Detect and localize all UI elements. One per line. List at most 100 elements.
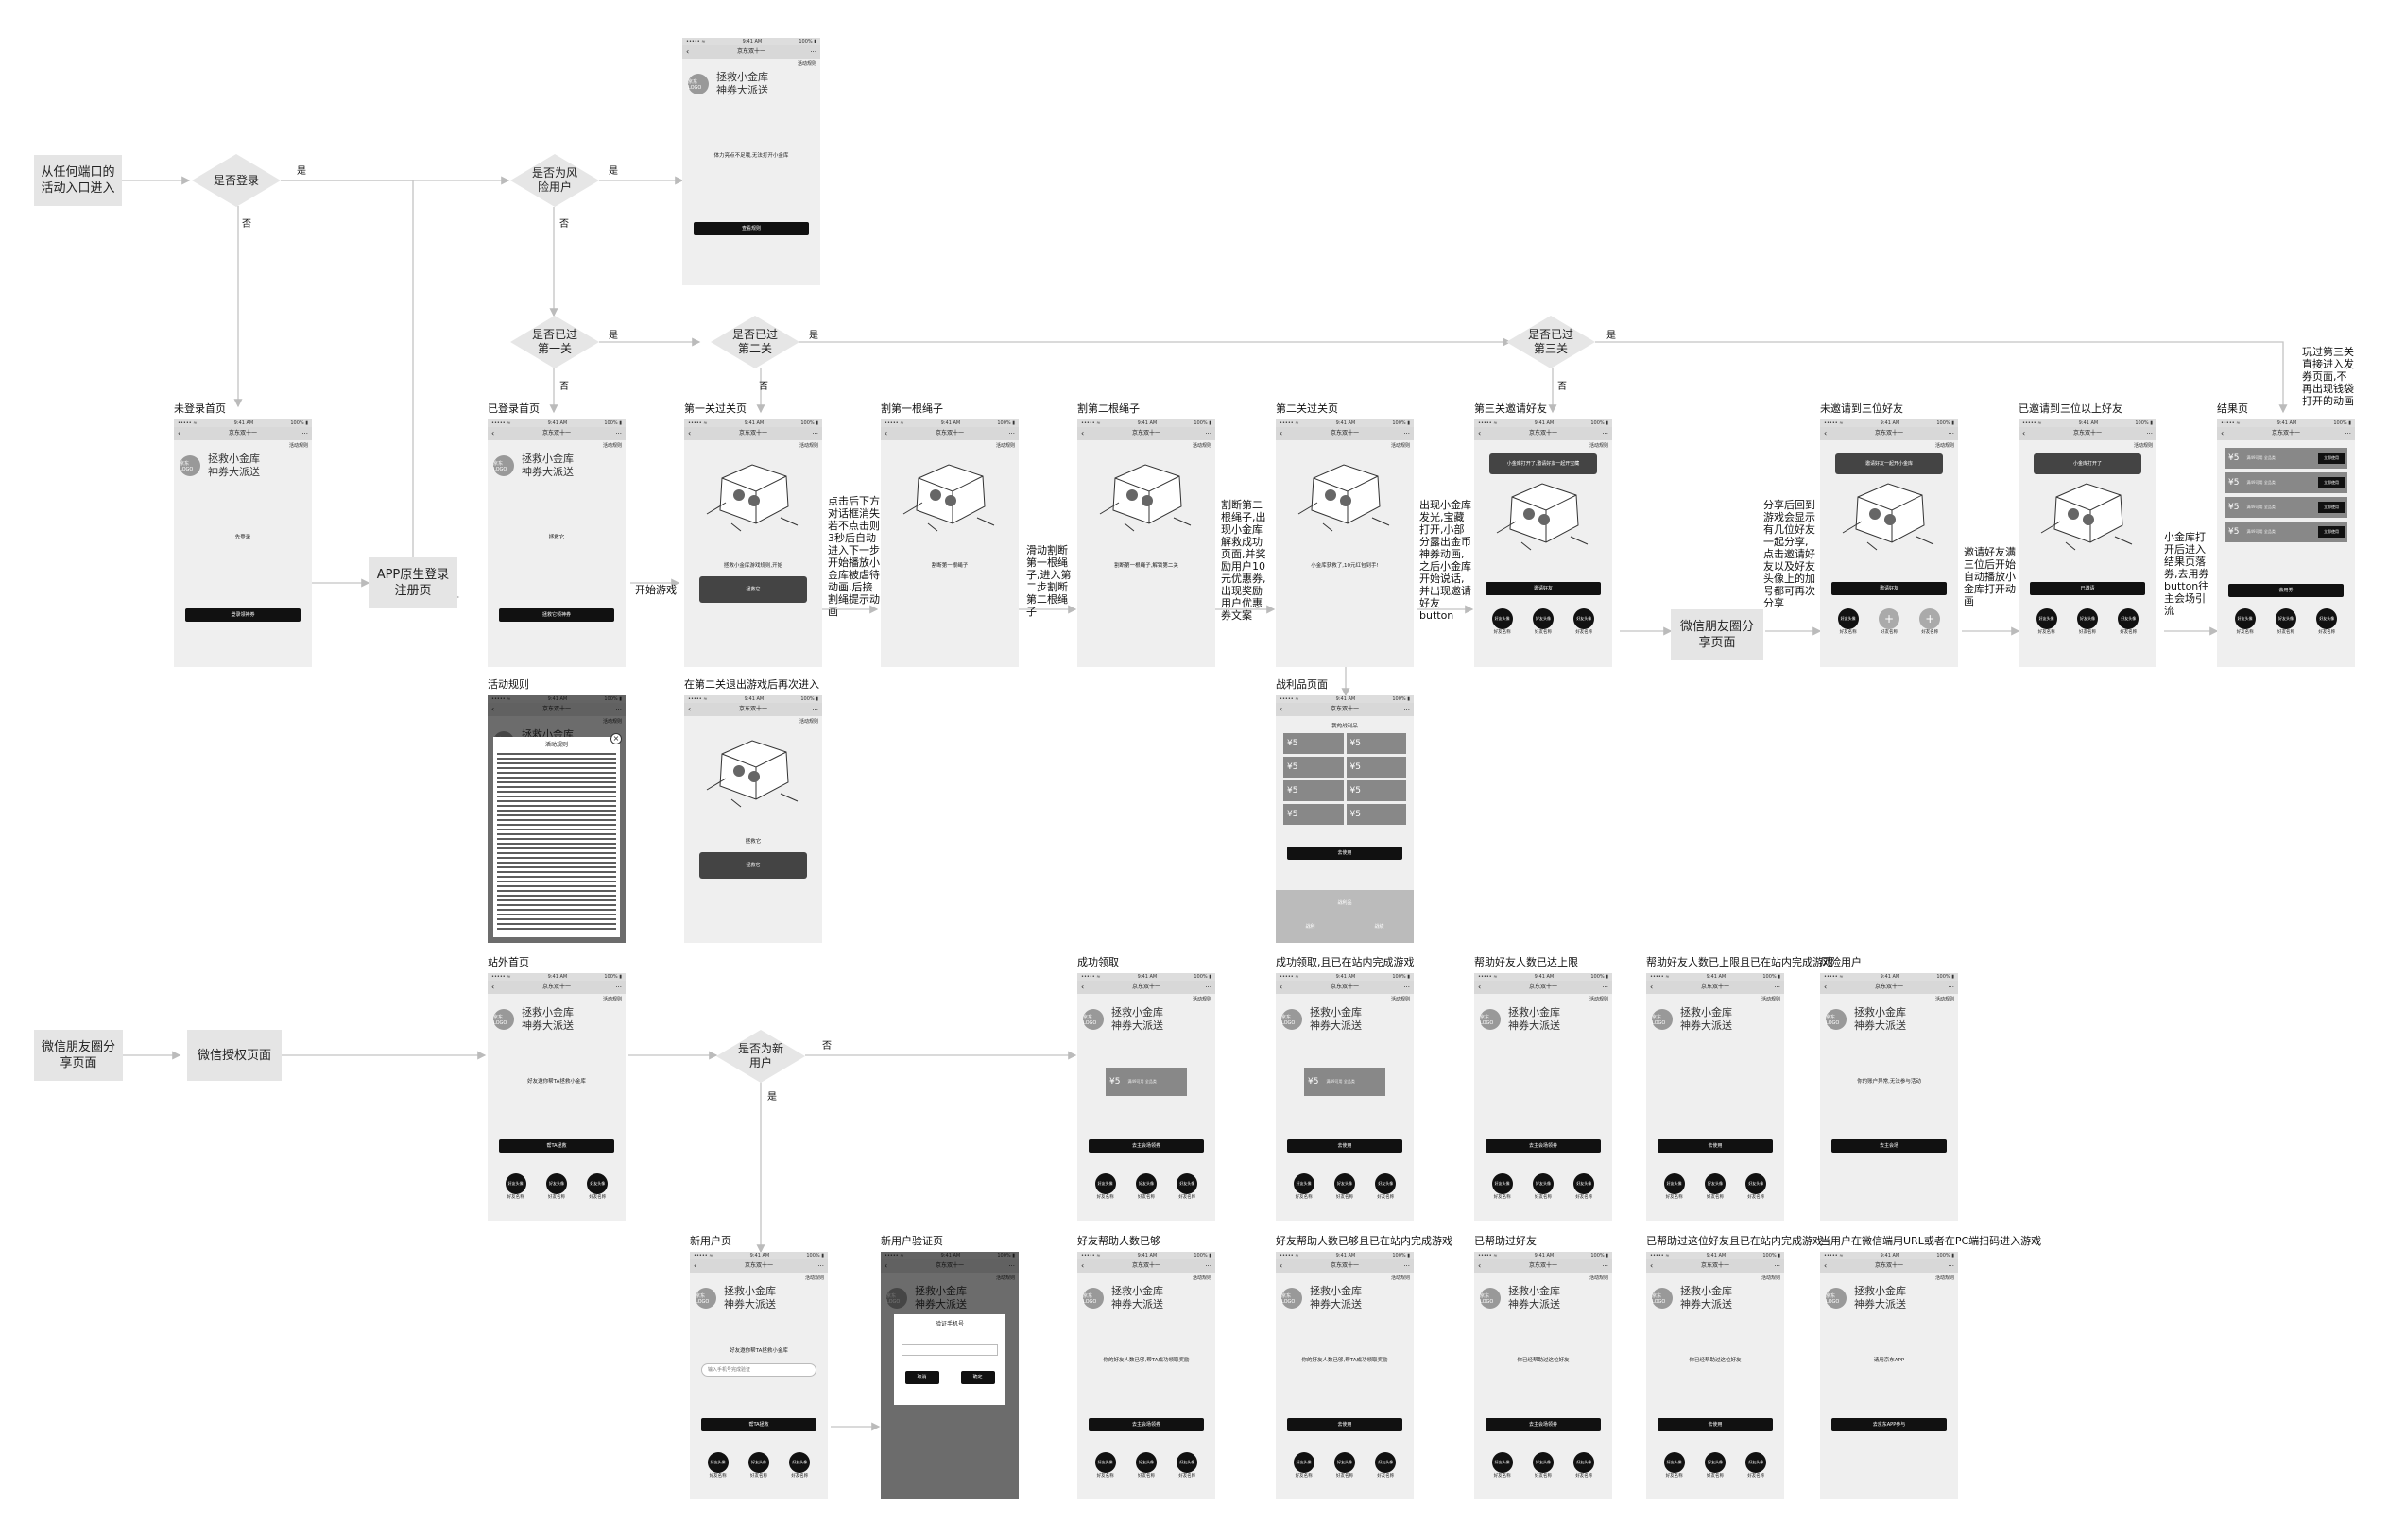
phone-input[interactable] [701,1363,816,1377]
rules-link[interactable]: 活动规则 [1934,1275,1954,1281]
rules-link[interactable]: 活动规则 [2133,443,2153,449]
primary-button[interactable]: 拯救它领神券 [499,608,614,622]
friend-avatar[interactable]: 好友头像好友名称 [1572,1452,1596,1479]
friend-avatar[interactable]: 好友头像好友名称 [1490,1173,1515,1200]
friend-avatar[interactable]: 好友头像好友名称 [2233,608,2258,635]
friend-avatar[interactable]: 好友头像好友名称 [1373,1173,1398,1200]
no-label: 否 [559,382,569,392]
use-button[interactable]: 立即使用 [2318,453,2345,464]
friend-avatar[interactable]: 好友头像好友名称 [1531,1173,1555,1200]
use-button[interactable]: 去使用 [1287,847,1402,860]
primary-button[interactable]: 去主会场领券 [1089,1418,1204,1431]
rules-link[interactable]: 活动规则 [799,719,818,725]
friend-avatar[interactable]: 好友头像好友名称 [544,1173,569,1200]
friend-avatar[interactable]: 好友头像好友名称 [1175,1452,1199,1479]
friend-avatar[interactable]: 好友头像好友名称 [1572,1173,1596,1200]
friend-avatar[interactable]: 好友头像好友名称 [585,1173,610,1200]
primary-button[interactable]: 去主会场 [1831,1139,1947,1153]
rules-link[interactable]: 活动规则 [602,443,622,449]
friend-avatar[interactable]: 好友头像好友名称 [1093,1452,1118,1479]
friend-avatar[interactable]: 好友头像好友名称 [747,1452,771,1479]
primary-button[interactable]: 去使用 [1658,1139,1773,1153]
primary-button[interactable]: 去京东APP参与 [1831,1418,1947,1431]
tab-spoils-2[interactable]: 战利 [1305,924,1315,930]
friend-avatar[interactable]: 好友头像好友名称 [1703,1452,1727,1479]
code-input[interactable] [902,1344,998,1356]
rules-link[interactable]: 活动规则 [1192,1275,1211,1281]
friend-avatar[interactable]: +好友名称 [1877,608,1901,635]
friend-avatar[interactable]: 好友头像好友名称 [1332,1452,1357,1479]
rules-link[interactable]: 活动规则 [1192,443,1211,449]
rules-link[interactable]: 活动规则 [1192,997,1211,1002]
friend-avatar[interactable]: 好友头像好友名称 [787,1452,812,1479]
rules-link[interactable]: 活动规则 [995,443,1015,449]
use-button[interactable]: 立即使用 [2318,477,2345,488]
friend-avatar[interactable]: 好友头像好友名称 [1836,608,1861,635]
tab-record[interactable]: 战绩 [1374,924,1384,930]
friend-avatar[interactable]: 好友头像好友名称 [1572,608,1596,635]
friend-avatar[interactable]: 好友头像好友名称 [1662,1173,1687,1200]
invite-button[interactable]: 邀请好友 [1486,582,1601,595]
friend-avatar[interactable]: 好友头像好友名称 [1490,608,1515,635]
primary-button[interactable]: 帮TA拯救 [499,1139,614,1153]
friend-avatar[interactable]: 好友头像好友名称 [1292,1173,1316,1200]
friend-avatar[interactable]: 好友头像好友名称 [1332,1173,1357,1200]
primary-button[interactable]: 去主会场领券 [1486,1418,1601,1431]
primary-button[interactable]: 去主会场领券 [1486,1139,1601,1153]
friend-avatar[interactable]: 好友头像好友名称 [1531,1452,1555,1479]
friend-avatar[interactable]: 好友头像好友名称 [1373,1452,1398,1479]
rules-link[interactable]: 活动规则 [288,443,308,449]
friend-avatar[interactable]: 好友头像好友名称 [2274,608,2298,635]
primary-button[interactable]: 去使用 [1658,1418,1773,1431]
friend-avatar[interactable]: 好友头像好友名称 [1531,608,1555,635]
close-icon[interactable]: × [610,733,622,744]
use-button[interactable]: 立即使用 [2318,502,2345,513]
primary-button[interactable]: 去使用 [1287,1418,1402,1431]
friend-avatar[interactable]: 好友头像好友名称 [1744,1452,1768,1479]
friend-avatar[interactable]: 好友头像好友名称 [2116,608,2140,635]
rules-link[interactable]: 活动规则 [804,1275,824,1281]
friend-avatar[interactable]: 好友头像好友名称 [1490,1452,1515,1479]
friend-avatar[interactable]: 好友头像好友名称 [1703,1173,1727,1200]
rules-link[interactable]: 活动规则 [602,997,622,1002]
rules-link[interactable]: 活动规则 [1589,1275,1608,1281]
friend-avatar[interactable]: 好友头像好友名称 [2035,608,2059,635]
friend-avatar[interactable]: 好友头像好友名称 [706,1452,730,1479]
rules-link[interactable]: 活动规则 [1589,443,1608,449]
primary-button[interactable]: 去主会场领券 [1089,1139,1204,1153]
rules-link[interactable]: 活动规则 [1390,997,1410,1002]
rules-link[interactable]: 活动规则 [1390,443,1410,449]
use-coupon-button[interactable]: 去用券 [2228,584,2344,597]
friend-avatar[interactable]: 好友头像好友名称 [1134,1173,1159,1200]
friend-avatar[interactable]: +好友名称 [1917,608,1942,635]
friend-avatar[interactable]: 好友头像好友名称 [1134,1452,1159,1479]
rules-link[interactable]: 活动规则 [1761,997,1780,1002]
confirm-button[interactable]: 确定 [960,1371,995,1384]
primary-button[interactable]: 登录领神券 [185,608,301,622]
tip-dialog[interactable]: 拯救它 [699,852,807,879]
rules-link[interactable]: 活动规则 [1589,997,1608,1002]
friend-avatar[interactable]: 好友头像好友名称 [2075,608,2100,635]
cancel-button[interactable]: 取消 [904,1371,939,1384]
tip-dialog[interactable]: 拯救它 [699,576,807,603]
rules-link[interactable]: 活动规则 [1934,443,1954,449]
invite-button[interactable]: 已邀请 [2030,582,2145,595]
friend-avatar[interactable]: 好友头像好友名称 [1662,1452,1687,1479]
rules-link[interactable]: 活动规则 [1934,997,1954,1002]
friend-avatar[interactable]: 好友头像好友名称 [2314,608,2339,635]
friend-avatar[interactable]: 好友头像好友名称 [504,1173,528,1200]
primary-button[interactable]: 查看规则 [694,222,809,235]
friend-avatar[interactable]: 好友头像好友名称 [1292,1452,1316,1479]
rules-link[interactable]: 活动规则 [1390,1275,1410,1281]
help-button[interactable]: 帮TA拯救 [701,1418,816,1431]
friend-avatar[interactable]: 好友头像好友名称 [1093,1173,1118,1200]
rules-link[interactable]: 活动规则 [799,443,818,449]
rules-link[interactable]: 活动规则 [797,61,816,67]
friend-avatar[interactable]: 好友头像好友名称 [1175,1173,1199,1200]
primary-button[interactable]: 去使用 [1287,1139,1402,1153]
rules-link[interactable]: 活动规则 [1761,1275,1780,1281]
invite-button[interactable]: 邀请好友 [1831,582,1947,595]
friend-avatar[interactable]: 好友头像好友名称 [1744,1173,1768,1200]
use-button[interactable]: 立即使用 [2318,526,2345,538]
tab-spoils[interactable]: 战利品 [1337,900,1352,906]
